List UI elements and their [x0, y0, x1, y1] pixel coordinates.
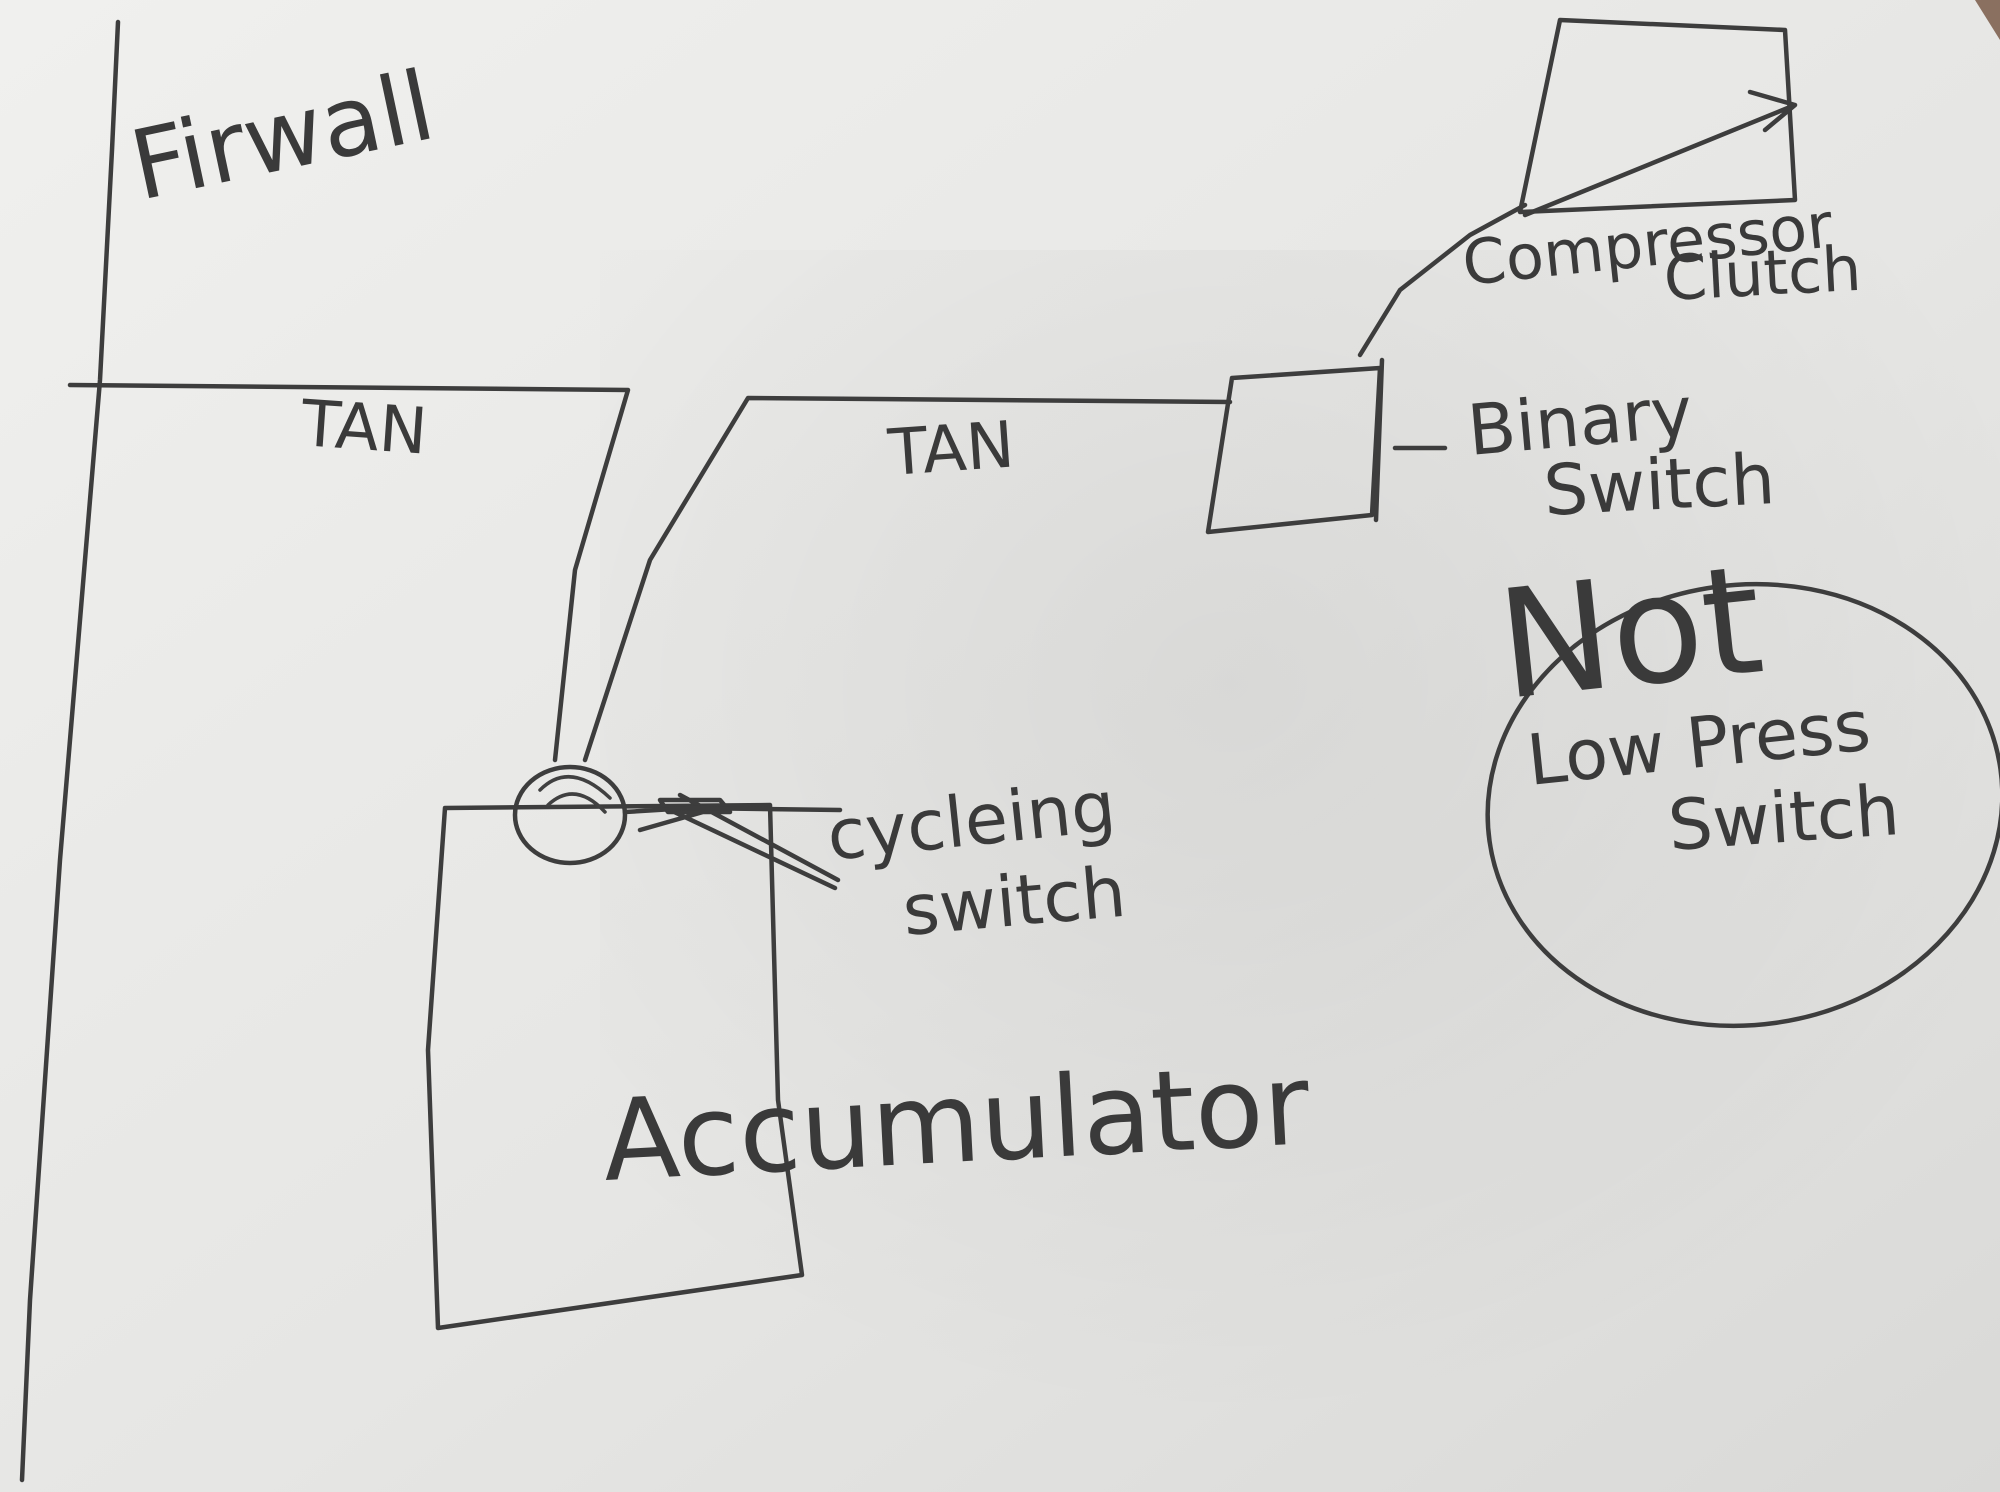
cycling-switch-body [637, 792, 841, 891]
tan-wire-right [582, 395, 1233, 763]
binary-switch-bracket [1373, 357, 1448, 523]
tan-label-right: TAN [885, 408, 1017, 491]
cycling-switch-lead [622, 805, 843, 815]
paper-shadow [600, 250, 2000, 1492]
low-press-switch-label-line2: Switch [1665, 769, 1902, 867]
binary-switch-label-line1: Binary [1464, 371, 1695, 472]
not-label: Not [1491, 533, 1771, 734]
tan-wire-left [67, 382, 631, 763]
binary-switch-label-line2: Switch [1542, 438, 1777, 532]
not-low-press-circle [1485, 581, 2000, 1029]
binary-switch-box [1205, 365, 1383, 535]
compressor-clutch-box [1517, 17, 1798, 215]
cycling-switch-label-line2: switch [899, 851, 1129, 952]
firewall-line [19, 19, 121, 1483]
accumulator-fitting [512, 764, 628, 866]
clutch-wire [1357, 202, 1528, 358]
compressor-clutch-label-line2: Clutch [1662, 232, 1863, 315]
accumulator-box [425, 802, 805, 1331]
compressor-arrow [1522, 89, 1798, 218]
fitting-wire-marks [538, 775, 612, 814]
tan-label-left: TAN [298, 387, 430, 470]
